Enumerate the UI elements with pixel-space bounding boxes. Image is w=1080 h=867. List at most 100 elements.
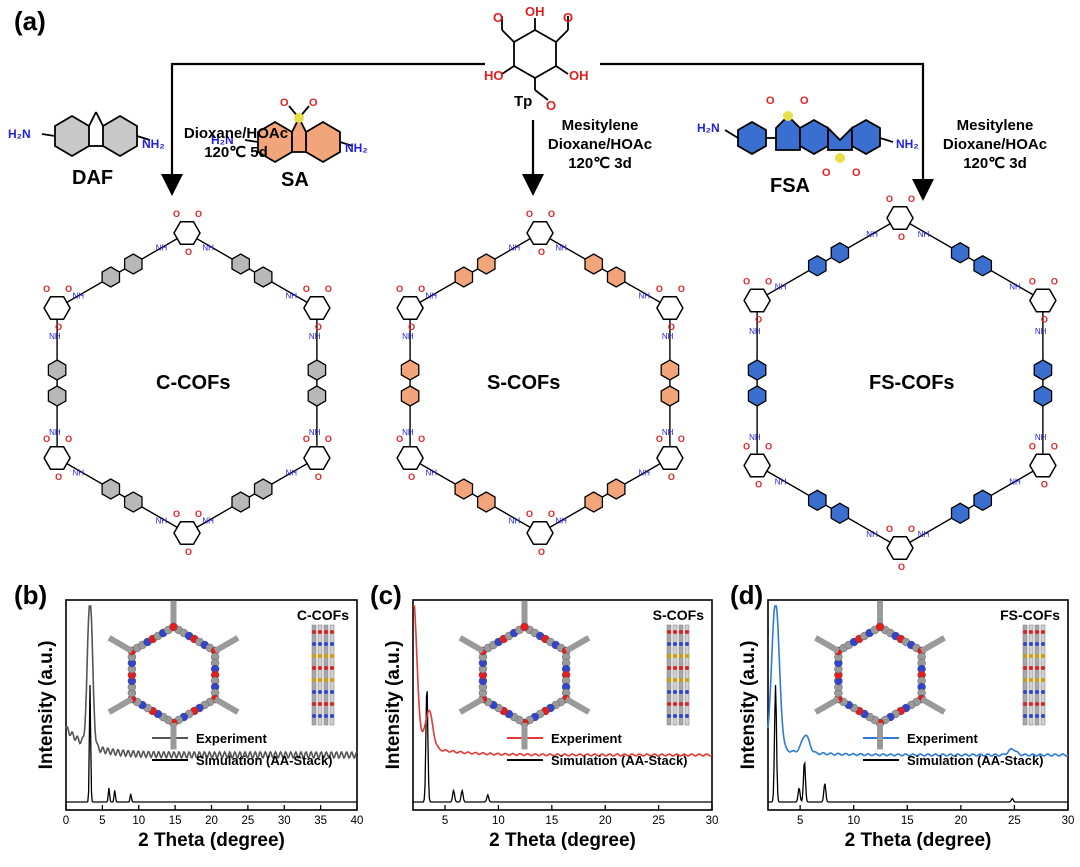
linker-ring [307, 385, 327, 407]
experiment-curve [413, 605, 713, 757]
inset-stack-column [323, 624, 329, 726]
linker-bond [409, 457, 541, 534]
node-o-label: O [898, 562, 905, 572]
nh-label: NH [555, 244, 567, 253]
inset-stack-atom [312, 666, 316, 670]
nh-label: NH [426, 469, 438, 478]
inset-stack-atom [1029, 702, 1033, 706]
tp-o-1: O [493, 10, 503, 25]
node-o-label: O [1041, 480, 1048, 490]
inset-stack-atom [1041, 654, 1045, 658]
node-o-label: O [65, 434, 72, 444]
inset-stack-atom [667, 666, 671, 670]
linker-ring [950, 242, 970, 264]
linker-ring [101, 266, 121, 288]
inset-stack-atom [667, 654, 671, 658]
linker-ring [400, 385, 420, 407]
node-o-label: O [656, 434, 663, 444]
tp-node-ring [656, 445, 684, 471]
inset-stack-atom [324, 666, 328, 670]
node-o-label: O [548, 509, 555, 519]
inset-stack-atom [1023, 678, 1027, 682]
inset-stack-atom [679, 630, 683, 634]
inset-stack-atom [1023, 690, 1027, 694]
node-o-label: O [43, 284, 50, 294]
conditions-s-temp: 120℃ 3d [568, 155, 632, 172]
inset-stack-atom [318, 642, 322, 646]
conditions-fs-solvent-2: Dioxane/HOAc [942, 136, 1048, 153]
inset-arm [814, 696, 840, 715]
x-tick-label: 10 [132, 815, 145, 827]
legend-label: Experiment [907, 731, 978, 746]
tp-node-ring [886, 205, 914, 231]
nh-label: NH [309, 332, 321, 341]
linker-ring [253, 478, 273, 500]
inset-stack-atom [318, 630, 322, 634]
inset-stack-atom [1041, 714, 1045, 718]
node-o-label: O [908, 524, 915, 534]
x-tick-label: 5 [99, 815, 105, 827]
inset-stack-atom [324, 714, 328, 718]
nh-label: NH [402, 428, 414, 437]
linker-ring [454, 266, 474, 288]
y-axis-label: Intensity (a.u.) [383, 641, 404, 770]
inset-arm [213, 635, 240, 654]
inset-stack-atom [330, 630, 334, 634]
linker-bond [409, 232, 541, 309]
inset-stack-atom [318, 678, 322, 682]
node-o-label: O [418, 284, 425, 294]
nh-label: NH [286, 469, 298, 478]
tp-node-ring [526, 220, 554, 246]
daf-h2n: H₂N [8, 127, 31, 141]
linker-ring [231, 491, 251, 513]
inset-stack-atom [1029, 678, 1033, 682]
inset-stack-atom [330, 690, 334, 694]
inset-stack-atom [318, 702, 322, 706]
linker-bond [56, 457, 188, 534]
linker-ring [606, 478, 626, 500]
node-o-label: O [668, 322, 675, 332]
linker-ring [660, 385, 680, 407]
fsa-o-4: O [852, 167, 861, 179]
inset-stack-atom [1029, 654, 1033, 658]
tp-node-ring [396, 445, 424, 471]
nh-label: NH [662, 428, 674, 437]
inset-stack-atom [312, 630, 316, 634]
linker-bond [756, 217, 901, 302]
tp-ho: HO [484, 68, 504, 83]
s-cof-name: S-COFs [487, 372, 561, 394]
linker-ring [747, 385, 767, 407]
tp-node-ring [303, 295, 331, 321]
inset-arm [107, 696, 134, 715]
nh-label: NH [1009, 477, 1021, 486]
node-o-label: O [303, 434, 310, 444]
linker-ring [101, 478, 121, 500]
inset-stack-atom [330, 642, 334, 646]
inset-stack-atom [1029, 666, 1033, 670]
node-o-label: O [908, 194, 915, 204]
linker-ring [660, 359, 680, 381]
inset-stack-column [678, 624, 684, 726]
x-tick-label: 25 [241, 815, 254, 827]
plot-frame [767, 599, 1069, 811]
arrow-to-c-cof [161, 62, 485, 196]
tp-o-2: O [563, 10, 573, 25]
fsa-sulfur-atom-2 [835, 153, 845, 163]
linker-ring [307, 359, 327, 381]
tp-node-ring [886, 535, 914, 561]
sa-h2n: H₂N [211, 133, 234, 147]
conditions-fs-temp: 120℃ 3d [963, 155, 1027, 172]
nh-label: NH [309, 428, 321, 437]
daf-nh2: NH₂ [142, 137, 165, 151]
sa-name: SA [281, 169, 309, 191]
tp-node-ring [173, 520, 201, 546]
nh-label: NH [73, 469, 85, 478]
inset-arm [564, 635, 591, 654]
inset-stack-column [1040, 624, 1046, 726]
x-tick-label: 40 [351, 815, 364, 827]
daf-molecule [41, 111, 151, 158]
